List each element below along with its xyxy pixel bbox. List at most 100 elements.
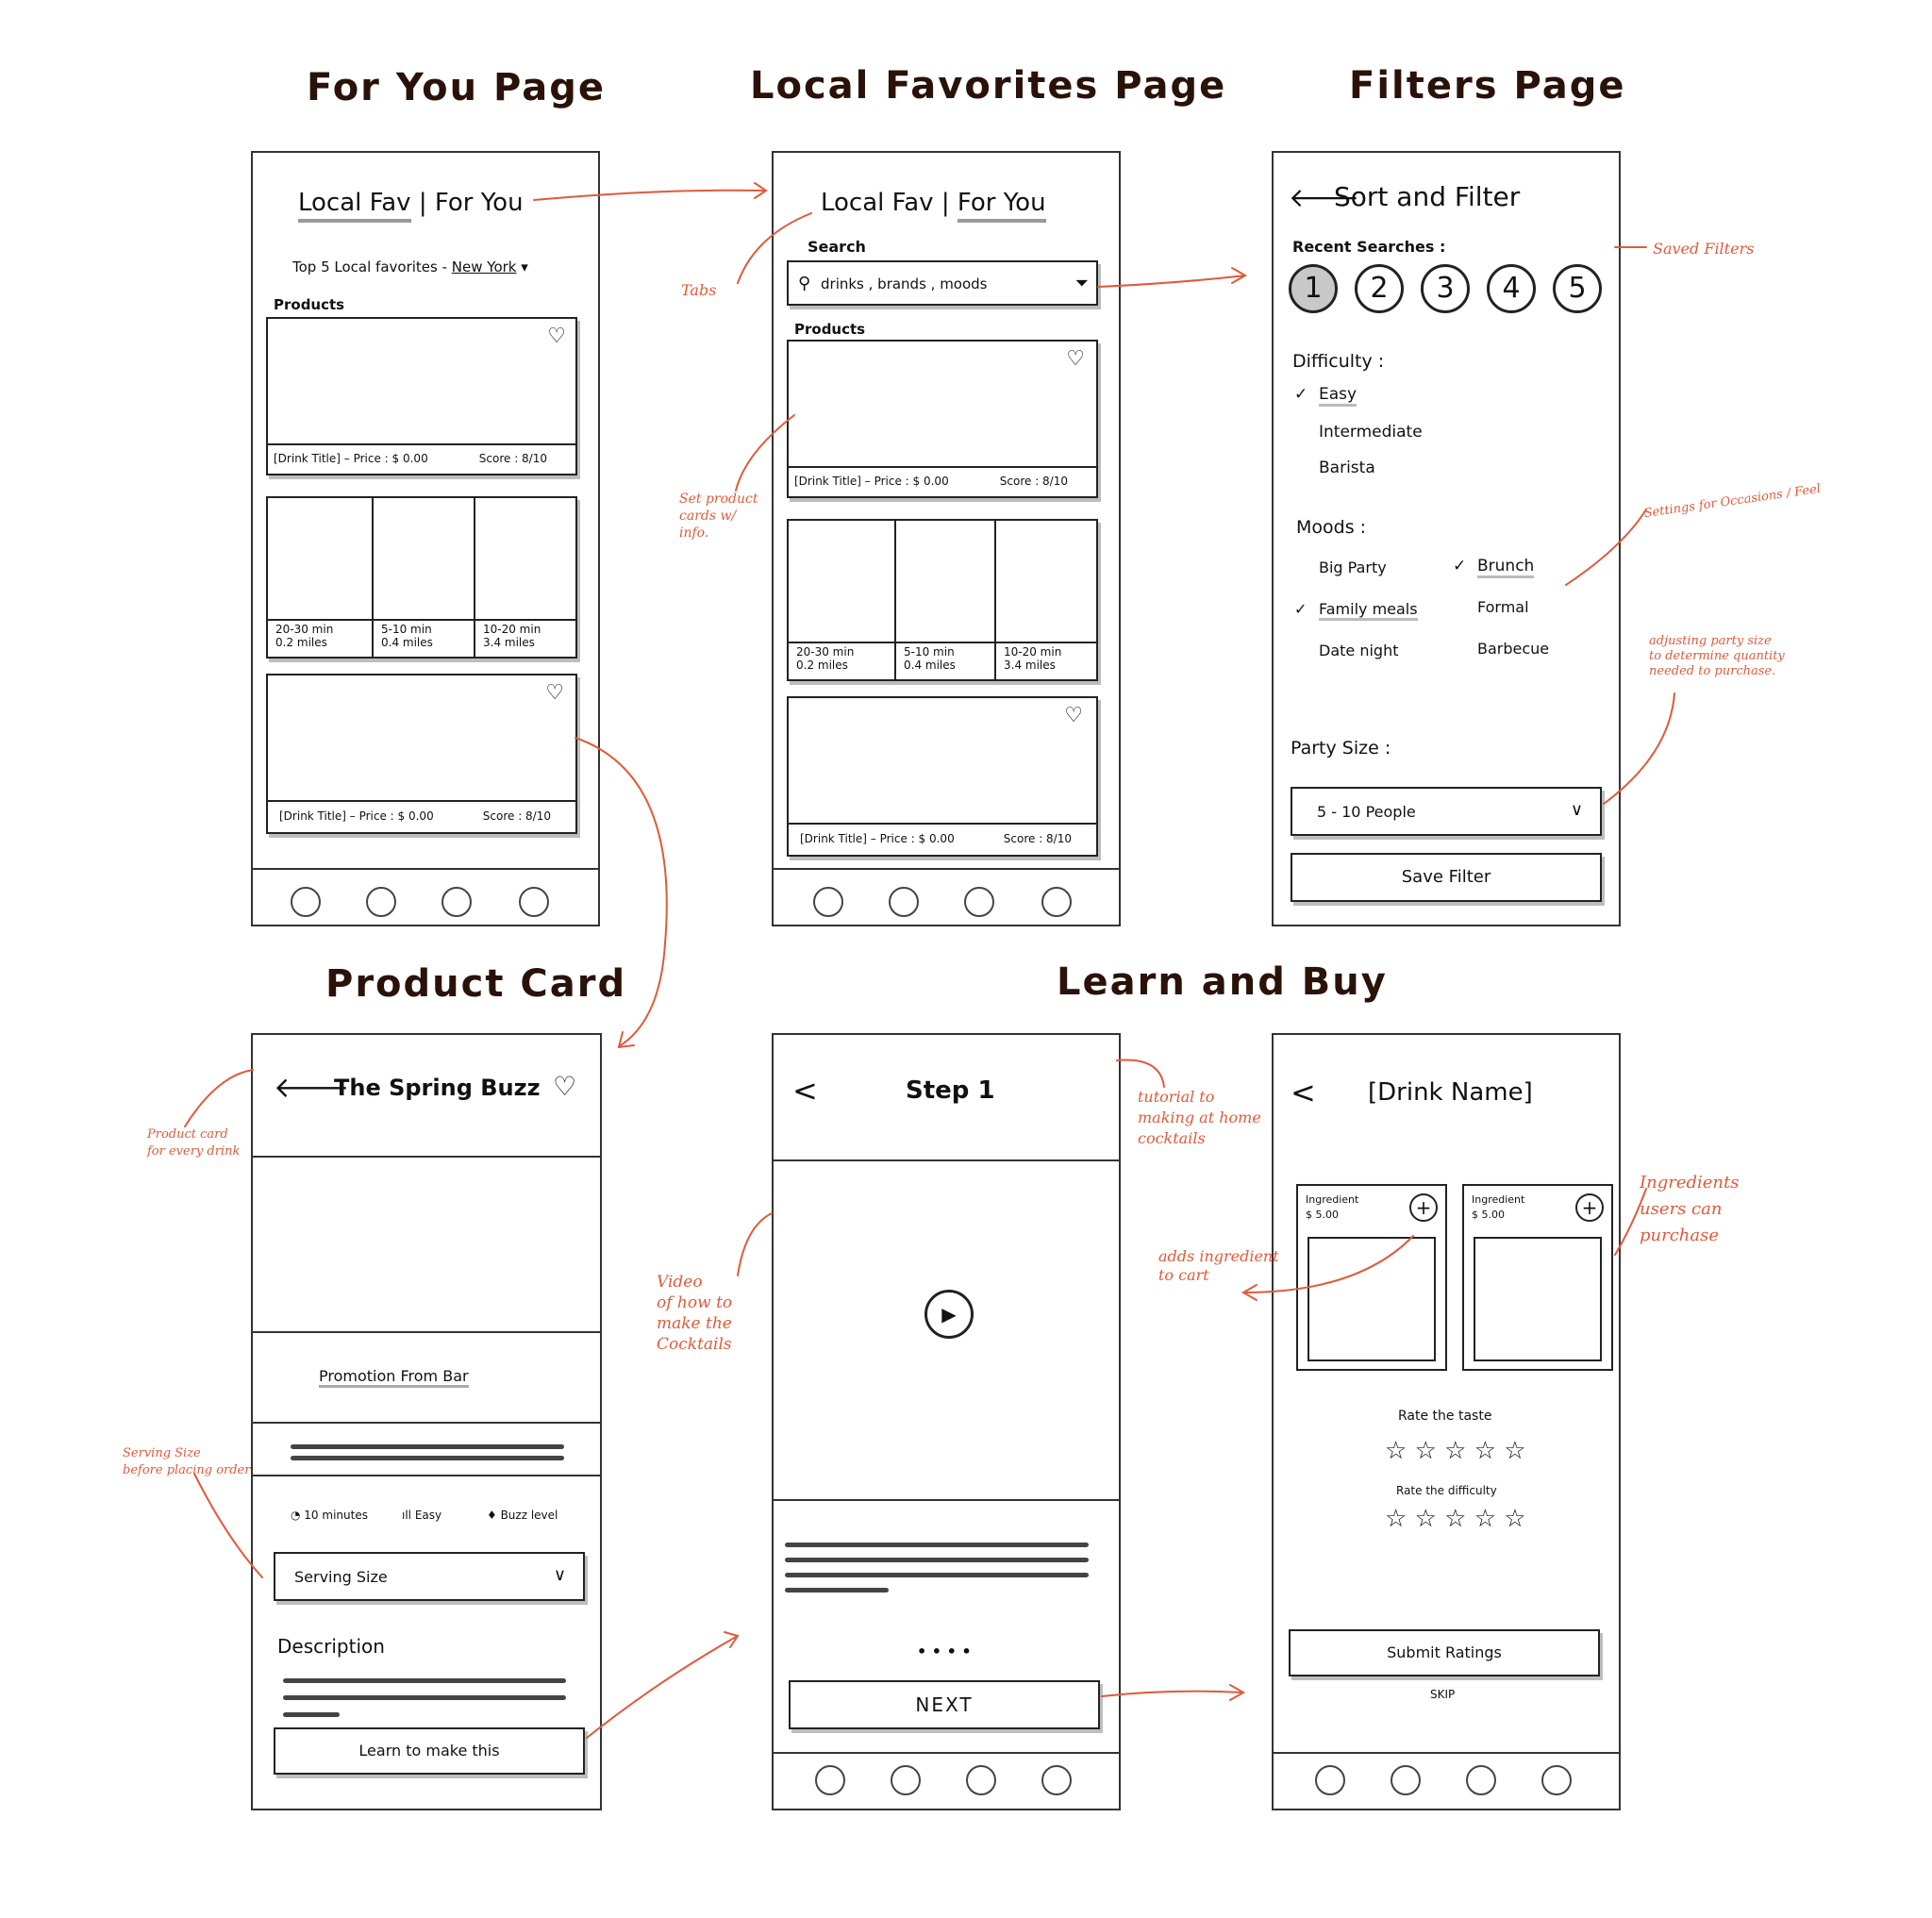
next-button[interactable]: NEXT	[789, 1680, 1100, 1729]
grid-item-2[interactable]: 5-10 min 0.4 miles	[381, 623, 433, 649]
product-card[interactable]: ♡ [Drink Title] – Price : $ 0.00 Score :…	[787, 340, 1098, 498]
arrow-product-card-note	[184, 1069, 254, 1127]
arrow-set-cards	[735, 414, 795, 492]
back-chevron-icon[interactable]: <	[1291, 1075, 1316, 1110]
divider	[253, 1475, 600, 1476]
nav-button-3[interactable]	[441, 887, 472, 917]
difficulty-stars[interactable]: ☆ ☆ ☆ ☆ ☆	[1385, 1505, 1526, 1533]
rate-taste-label: Rate the taste	[1398, 1409, 1492, 1424]
text-line	[291, 1456, 564, 1460]
nav-button-3[interactable]	[964, 887, 994, 917]
serving-size-select[interactable]: Serving Size ∨	[274, 1552, 585, 1601]
title-local-favorites: Local Favorites Page	[736, 64, 1241, 112]
nav-button-1[interactable]	[815, 1765, 845, 1795]
chevron-down-icon[interactable]: ▾	[521, 259, 528, 275]
recent-searches-label: Recent Searches :	[1292, 238, 1446, 256]
nav-button-2[interactable]	[891, 1765, 921, 1795]
nav-button-3[interactable]	[966, 1765, 996, 1795]
drink-score: Score : 8/10	[999, 475, 1068, 488]
chevron-down-icon: ∨	[553, 1565, 566, 1585]
saved-filter-3[interactable]: 3	[1421, 264, 1470, 313]
mood-option[interactable]: Big Party	[1294, 559, 1387, 576]
save-filter-button[interactable]: Save Filter	[1291, 853, 1602, 902]
saved-filter-1[interactable]: 1	[1289, 264, 1338, 313]
grid-item-2[interactable]: 5-10 min 0.4 miles	[904, 645, 956, 672]
mood-option[interactable]: ✓Brunch	[1453, 557, 1535, 578]
difficulty-option-easy[interactable]: ✓Easy	[1294, 385, 1357, 407]
party-size-value: 5 - 10 People	[1317, 803, 1416, 821]
step-title: Step 1	[906, 1076, 995, 1105]
add-to-cart-button[interactable]: +	[1409, 1193, 1438, 1222]
nav-button-4[interactable]	[1041, 1765, 1072, 1795]
difficulty-option-intermediate[interactable]: Intermediate	[1294, 423, 1423, 442]
nav-button-1[interactable]	[1315, 1765, 1345, 1795]
heart-icon[interactable]: ♡	[1066, 347, 1085, 371]
nav-button-4[interactable]	[1041, 887, 1072, 917]
arrow-next-to-buy	[1101, 1690, 1244, 1697]
mood-option[interactable]: Barbecue	[1453, 640, 1549, 658]
nav-button-2[interactable]	[366, 887, 396, 917]
nav-button-3[interactable]	[1466, 1765, 1496, 1795]
mood-option[interactable]: ✓Family meals	[1294, 600, 1418, 621]
product-card[interactable]: ♡ [Drink Title] – Price : $ 0.00 Score :…	[266, 317, 577, 475]
title-product-card: Product Card	[311, 962, 641, 1009]
card-footer: [Drink Title] – Price : $ 0.00 Score : 8…	[789, 466, 1096, 496]
add-to-cart-button[interactable]: +	[1575, 1193, 1604, 1222]
tab-for-you[interactable]: For You	[434, 189, 524, 217]
product-card[interactable]: ♡ [Drink Title] – Price : $ 0.00 Score :…	[787, 696, 1098, 857]
mood-option[interactable]: Formal	[1453, 598, 1529, 616]
bottom-nav	[774, 868, 1119, 870]
drink-score: Score : 8/10	[1003, 832, 1072, 845]
back-arrow-icon[interactable]: 🡐	[274, 1072, 350, 1105]
search-icon: ⚲	[798, 274, 811, 293]
tab-local-fav[interactable]: Local Fav	[298, 189, 411, 223]
nav-button-4[interactable]	[1541, 1765, 1572, 1795]
ingredient-image	[1307, 1237, 1436, 1361]
option-label: Easy	[1319, 385, 1357, 407]
nav-button-1[interactable]	[291, 887, 321, 917]
bottom-nav	[253, 868, 598, 870]
nav-button-2[interactable]	[889, 887, 919, 917]
meta-buzz: ♦ Buzz level	[487, 1509, 558, 1522]
nav-button-1[interactable]	[813, 887, 843, 917]
filter-icon[interactable]: ⏷	[1074, 274, 1089, 293]
difficulty-option-barista[interactable]: Barista	[1294, 459, 1375, 477]
learn-to-make-button[interactable]: Learn to make this	[274, 1727, 585, 1775]
pagination-dots[interactable]: • • • •	[917, 1643, 972, 1660]
drink-score: Score : 8/10	[482, 809, 551, 823]
heart-icon[interactable]: ♡	[553, 1071, 577, 1102]
text-line	[283, 1695, 566, 1700]
grid-item-1[interactable]: 20-30 min 0.2 miles	[275, 623, 333, 649]
nav-button-2[interactable]	[1391, 1765, 1421, 1795]
product-card[interactable]: ♡ [Drink Title] – Price : $ 0.00 Score :…	[266, 674, 577, 834]
tab-local-fav[interactable]: Local Fav	[821, 189, 934, 217]
arrow-tabs-to-local	[533, 189, 767, 201]
tab-for-you[interactable]: For You	[957, 189, 1046, 223]
product-grid: 20-30 min 0.2 miles 5-10 min 0.4 miles 1…	[266, 496, 577, 659]
saved-filter-4[interactable]: 4	[1487, 264, 1536, 313]
heart-icon[interactable]: ♡	[545, 681, 564, 705]
party-size-select[interactable]: 5 - 10 People ∨	[1291, 787, 1602, 836]
skip-link[interactable]: SKIP	[1430, 1688, 1456, 1701]
saved-filter-5[interactable]: 5	[1553, 264, 1602, 313]
heart-icon[interactable]: ♡	[1064, 704, 1083, 727]
search-input[interactable]: ⚲ drinks , brands , moods ⏷	[787, 260, 1098, 306]
products-label: Products	[274, 296, 345, 313]
nav-button-4[interactable]	[519, 887, 549, 917]
description-heading: Description	[277, 1635, 385, 1658]
back-chevron-icon[interactable]: <	[792, 1073, 818, 1109]
submit-ratings-button[interactable]: Submit Ratings	[1289, 1629, 1600, 1676]
grid-item-3[interactable]: 10-20 min 3.4 miles	[1004, 645, 1061, 672]
back-arrow-icon[interactable]: 🡐	[1289, 182, 1360, 213]
saved-filter-2[interactable]: 2	[1355, 264, 1404, 313]
taste-stars[interactable]: ☆ ☆ ☆ ☆ ☆	[1385, 1437, 1526, 1465]
grid-item-3[interactable]: 10-20 min 3.4 miles	[483, 623, 541, 649]
mood-option[interactable]: Date night	[1294, 642, 1398, 659]
play-button[interactable]: ▶	[924, 1290, 974, 1339]
heart-icon[interactable]: ♡	[547, 325, 566, 348]
arrowhead	[754, 182, 768, 199]
grid-item-1[interactable]: 20-30 min 0.2 miles	[796, 645, 854, 672]
location-select[interactable]: New York	[451, 259, 517, 275]
